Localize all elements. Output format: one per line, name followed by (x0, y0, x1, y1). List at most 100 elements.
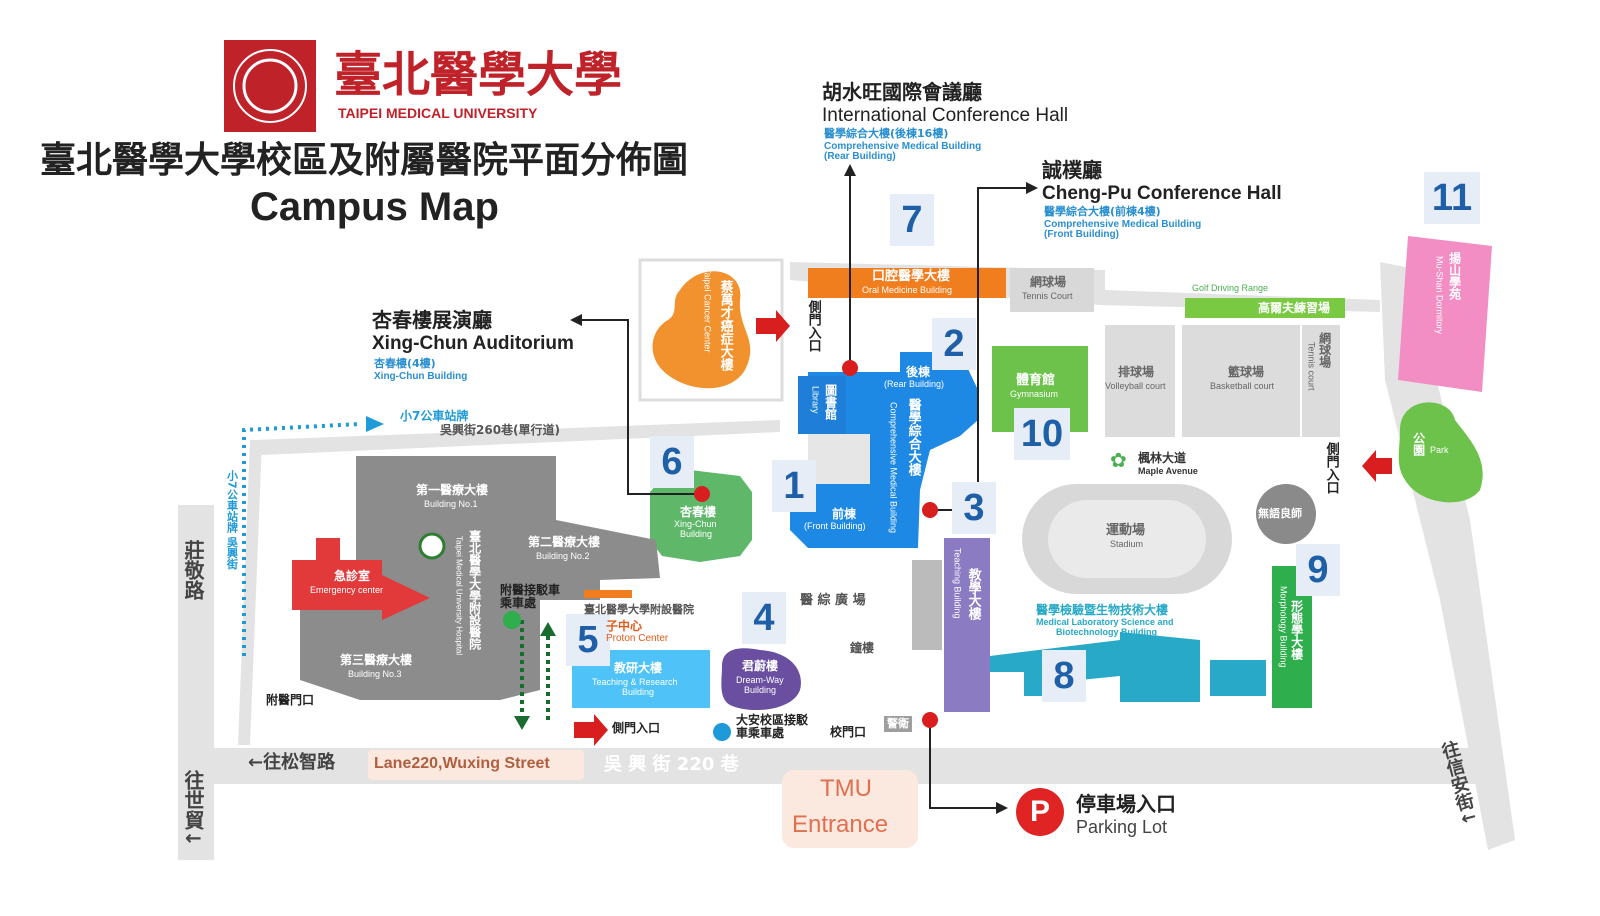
marker-4[interactable]: 4 (742, 592, 786, 644)
marker-6[interactable]: 6 (650, 436, 694, 488)
parking-icon[interactable]: P (1030, 795, 1051, 828)
shuttle-stop-dot (503, 611, 521, 629)
medlab-zh: 醫學檢驗暨生物技術大樓 (1036, 603, 1169, 617)
to-shimao-label: 往世貿↓ (181, 770, 205, 847)
marker-1[interactable]: 1 (772, 460, 816, 512)
bell-tower-walkway (912, 560, 942, 650)
dreamway-en1: Dream-Way (736, 675, 784, 685)
library-zh: 圖書館 (823, 384, 838, 420)
parking-en[interactable]: Parking Lot (1076, 817, 1168, 837)
b2-zh: 第二醫療大樓 (528, 535, 601, 549)
marker-2[interactable]: 2 (932, 318, 976, 370)
xingchun-aud-en: Xing-Chun Auditorium (372, 333, 574, 354)
tmu-entrance-1[interactable]: TMU (820, 775, 872, 802)
dreamway-building (721, 648, 801, 711)
basketball-en: Basketball court (1210, 381, 1275, 391)
side-gate-arrow-bottom (574, 714, 608, 746)
marker-3[interactable]: 3 (952, 482, 996, 534)
morphology-zh: 形態學大樓 (1289, 600, 1304, 660)
intl-hall-en: International Conference Hall (822, 105, 1069, 126)
marker-8[interactable]: 8 (1042, 650, 1086, 702)
mushan-en: Mu-Shan Dormitory (1434, 256, 1445, 335)
teaching-research-zh: 教研大樓 (614, 661, 663, 675)
chengpu-zh: 誠樸廳 (1042, 158, 1102, 182)
oral-en: Oral Medicine Building (862, 285, 953, 295)
rear-en: (Rear Building) (884, 379, 945, 389)
medical-lab-building (990, 632, 1200, 702)
lane220-en-label: Lane220,Wuxing Street (374, 755, 550, 772)
chengpu-sub-en2: (Front Building) (1044, 229, 1119, 240)
atrium (808, 434, 870, 484)
marker-7[interactable]: 7 (890, 194, 934, 246)
rear-zh: 後棟 (906, 365, 931, 379)
hospital-zh: 臺北醫學大學附設醫院 (467, 530, 482, 650)
hospital-buildings (300, 456, 660, 700)
hospital-en: Taipei Medical University Hospital (454, 536, 464, 656)
teaching-building (944, 538, 990, 712)
teaching-research-en1: Teaching & Research (592, 677, 678, 687)
chengpu-sub-zh: 醫學綜合大樓(前棟4樓) (1044, 205, 1161, 218)
intl-hall-sub-zh: 醫學綜合大樓(後棟16樓) (824, 127, 949, 140)
mushan-zh: 揚山學苑 (1447, 252, 1462, 300)
stadium-en: Stadium (1110, 539, 1144, 549)
marker-9[interactable]: 9 (1296, 544, 1340, 596)
medlab-en2: Biotechnology Building (1056, 627, 1157, 637)
side-gate-right-label[interactable]: 側門入口 (1323, 442, 1339, 494)
parking-zh[interactable]: 停車場入口 (1076, 792, 1176, 816)
emergency-zh: 急診室 (334, 569, 371, 583)
maple-en: Maple Avenue (1138, 466, 1198, 476)
xinan-street-label: 信 安 街 (1363, 500, 1389, 632)
parking-origin-dot (922, 712, 938, 728)
marker-10[interactable]: 10 (1014, 408, 1070, 460)
golf-zh: 高爾夫練習場 (1258, 301, 1331, 315)
bus-stop-left-label: 小7公車站牌 吳興街 (225, 470, 239, 570)
side-gate-top-label[interactable]: 側門入口 (805, 300, 821, 352)
marker-5[interactable]: 5 (566, 614, 610, 666)
tennis-zh: 網球場 (1030, 275, 1067, 289)
parking-icon-circle (1016, 788, 1064, 836)
teaching-en: Teaching Building (952, 548, 963, 619)
morphology-en: Morphology Building (1278, 586, 1289, 668)
oral-medicine-building (808, 268, 1006, 298)
bus-stop-label: 小7公車站牌 (400, 409, 469, 423)
stadium-zh: 運動場 (1106, 523, 1146, 538)
hospital-gate-label[interactable]: 附醫門口 (266, 693, 315, 707)
xingchun-en2: Building (680, 529, 713, 539)
tmu-entrance-2[interactable]: Entrance (792, 811, 889, 838)
side-gate-bottom-label[interactable]: 側門入口 (612, 721, 661, 735)
b1-en: Building No.1 (424, 499, 478, 509)
teaching-research-en2: Building (622, 687, 655, 697)
marker-11[interactable]: 11 (1424, 172, 1480, 224)
xingchun-aud-sub-zh: 杏春樓(4樓) (374, 357, 436, 370)
comprehensive-en: Comprehensive Medical Building (888, 402, 899, 534)
tennis2-en: Tennis court (1306, 342, 1317, 391)
side-gate-arrow-right (1362, 450, 1392, 482)
b1-zh: 第一醫療大樓 (416, 483, 489, 497)
park-en: Park (1430, 445, 1449, 455)
logo-square (224, 40, 316, 132)
comprehensive-zh: 醫學綜合大樓 (905, 398, 921, 476)
plaza-label: 醫 綜 廣 場 (800, 593, 866, 608)
cancer-center-building (652, 271, 751, 389)
tennis2-zh: 網球場 (1317, 332, 1332, 368)
road-zhuangjing (178, 505, 214, 860)
intl-hall-zh: 胡水旺國際會議廳 (822, 80, 982, 104)
oral-zh: 口腔醫學大樓 (872, 269, 951, 284)
gym-zh: 體育館 (1016, 373, 1056, 388)
b3-zh: 第三醫療大樓 (340, 653, 413, 667)
cancer-center-en: Taipei Cancer Center (702, 268, 713, 353)
xingchun-en1: Xing-Chun (674, 519, 717, 529)
daan-shuttle-label: 大安校區接駁車乘車處 (736, 713, 809, 740)
b3-en: Building No.3 (348, 669, 402, 679)
b2-en: Building No.2 (536, 551, 590, 561)
cancer-center-zh: 蔡萬才癌症大樓 (717, 280, 733, 371)
school-gate-label[interactable]: 校門口 (830, 725, 867, 739)
mushan-dormitory (1398, 236, 1492, 392)
boundary-left (238, 440, 262, 745)
xingchun-zh: 杏春樓 (680, 505, 717, 519)
proton-zh: 臺北醫學大學附設醫院 (584, 603, 694, 616)
tennis-court-top (1010, 268, 1094, 312)
chengpu-hall-dot (922, 502, 938, 518)
logo-name-en: TAIPEI MEDICAL UNIVERSITY (338, 105, 538, 121)
